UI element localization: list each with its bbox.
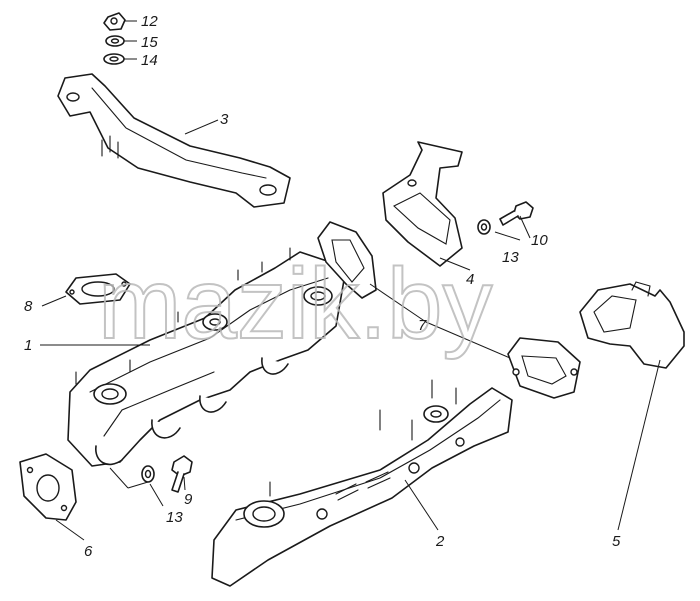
part-gasket-8 xyxy=(65,273,131,305)
callout-3: 3 xyxy=(220,111,229,128)
callout-5: 5 xyxy=(612,533,621,550)
callout-6: 6 xyxy=(84,543,93,560)
callout-1: 1 xyxy=(24,337,32,354)
leader-lines xyxy=(40,20,661,541)
callout-labels: 12 15 14 3 10 13 4 8 1 7 13 9 2 5 6 xyxy=(24,13,621,560)
callout-10: 10 xyxy=(531,232,548,249)
part-exhaust-manifold-1 xyxy=(67,247,345,467)
part-bolt-9 xyxy=(171,455,193,493)
callout-13-upper: 13 xyxy=(502,249,519,266)
part-pipe-elbow-4 xyxy=(382,141,463,267)
callout-13-lower: 13 xyxy=(166,509,183,526)
part-flange-6 xyxy=(19,453,77,521)
part-washer-14 xyxy=(103,53,125,65)
callout-2: 2 xyxy=(435,533,445,550)
part-gasket-7-upper xyxy=(317,221,377,299)
callout-8: 8 xyxy=(24,298,33,315)
part-gasket-7-lower xyxy=(507,337,581,399)
part-bolt-10 xyxy=(499,201,534,226)
callout-14: 14 xyxy=(141,52,158,69)
part-lock-washer-15 xyxy=(105,35,125,47)
callout-4: 4 xyxy=(466,271,474,288)
callout-7: 7 xyxy=(418,317,427,334)
part-nut-12 xyxy=(103,12,126,31)
part-elbow-5 xyxy=(579,281,685,369)
part-exhaust-manifold-2 xyxy=(211,379,513,587)
watermark: mazik.by xyxy=(98,248,493,360)
part-washer-13-lower xyxy=(141,465,155,483)
callout-12: 12 xyxy=(141,13,158,30)
part-washer-13-upper xyxy=(477,219,491,235)
callout-15: 15 xyxy=(141,34,158,51)
part-connecting-pipe-3 xyxy=(57,73,291,208)
callout-9: 9 xyxy=(184,491,193,508)
